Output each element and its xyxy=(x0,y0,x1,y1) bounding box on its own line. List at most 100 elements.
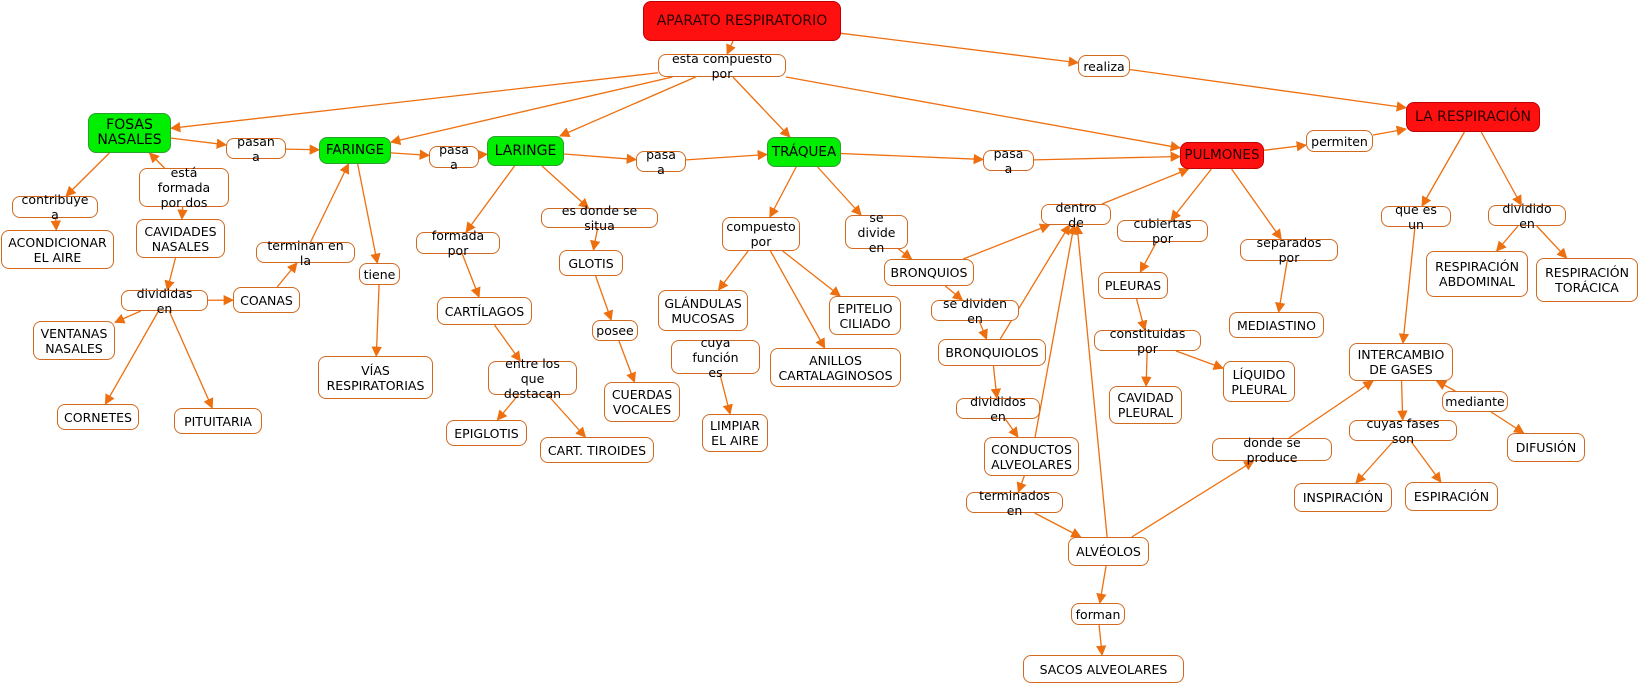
connector-fosas-to-pasan_a xyxy=(170,137,228,149)
link-esta-compuesto-por[interactable]: esta compuesto por xyxy=(658,51,786,81)
link-dividido-en[interactable]: dividido en xyxy=(1488,201,1566,231)
link-es-donde-se-situa[interactable]: es donde se situa xyxy=(541,203,658,233)
connector-bronquios-to-dentro xyxy=(962,223,1051,260)
node-vias-respiratorias[interactable]: VÍAS RESPIRATORIAS xyxy=(318,356,433,399)
link-terminados-en[interactable]: terminados en xyxy=(966,488,1063,518)
node-pituitaria[interactable]: PITUITARIA xyxy=(174,408,262,434)
link-formada-por[interactable]: formada por xyxy=(416,228,500,258)
node-epitelio-ciliado[interactable]: EPITELIO CILIADO xyxy=(829,296,901,335)
connector-donde_situa-to-glotis xyxy=(590,227,601,252)
connector-mediante-to-difusion xyxy=(1490,411,1525,434)
node-cart-tiroides[interactable]: CART. TIROIDES xyxy=(540,437,654,463)
link-separados-por[interactable]: separados por xyxy=(1240,235,1338,265)
link-entre-los-que-destacan[interactable]: entre los que destacan xyxy=(488,356,577,401)
connector-traquea-to-compuesto_por xyxy=(769,166,797,218)
connector-faringe-to-pasa_a1 xyxy=(390,149,431,160)
node-liquido-pleural[interactable]: LÍQUIDO PLEURAL xyxy=(1223,361,1295,402)
node-pleuras[interactable]: PLEURAS xyxy=(1098,272,1168,299)
node-cavidad-pleural[interactable]: CAVIDAD PLEURAL xyxy=(1109,386,1182,424)
node-la-respiracion[interactable]: LA RESPIRACIÓN xyxy=(1406,102,1540,132)
node-intercambio-de-gases[interactable]: INTERCAMBIO DE GASES xyxy=(1349,343,1453,381)
link-pasan-a[interactable]: pasan a xyxy=(226,134,286,164)
link-se-dividen-en[interactable]: se dividen en xyxy=(931,296,1019,326)
connector-compuesto_por-to-epitelio xyxy=(782,250,841,297)
connector-dividido_en-to-abdominal xyxy=(1495,225,1519,252)
node-sacos-alveolares[interactable]: SACOS ALVEOLARES xyxy=(1023,655,1184,683)
link-cuya-funcion-es[interactable]: cuya función es xyxy=(671,335,760,380)
link-pasa-a[interactable]: pasa a xyxy=(983,146,1034,176)
node-limpiar-el-aire[interactable]: LIMPIAR EL AIRE xyxy=(702,414,768,452)
link-forman[interactable]: forman xyxy=(1071,603,1125,625)
node-traquea[interactable]: TRÁQUEA xyxy=(767,137,841,167)
link-contribuye-a[interactable]: contribuye a xyxy=(12,192,98,222)
link-donde-se-produce[interactable]: donde se produce xyxy=(1212,435,1332,465)
node-cornetes[interactable]: CORNETES xyxy=(57,404,139,430)
link-compuesto-por[interactable]: compuesto por xyxy=(722,217,800,251)
link-realiza[interactable]: realiza xyxy=(1078,55,1130,77)
node-cartilagos[interactable]: CARTÍLAGOS xyxy=(437,297,532,325)
connector-pulmones-to-separados xyxy=(1231,168,1282,240)
node-bronquios[interactable]: BRONQUIOS xyxy=(884,259,974,286)
link-cubiertas-por[interactable]: cubiertas por xyxy=(1117,216,1208,246)
connector-mediante-to-intercambio xyxy=(1435,380,1456,392)
node-ventanas-nasales[interactable]: VENTANAS NASALES xyxy=(33,321,115,360)
connector-pasa_a3-to-pulmones xyxy=(1033,151,1182,162)
connector-cuyas_fases-to-inspiracion xyxy=(1355,440,1395,484)
link-cuyas-fases-son[interactable]: cuyas fases son xyxy=(1349,416,1457,446)
connector-compuesto-to-laringe xyxy=(559,76,696,138)
connector-separados-to-mediastino xyxy=(1275,260,1288,314)
link-terminan-en-la[interactable]: terminan en la xyxy=(256,238,355,268)
link-mediante[interactable]: mediante xyxy=(1442,391,1508,412)
node-coanas[interactable]: COANAS xyxy=(233,287,300,313)
link-que-es-un[interactable]: que es un xyxy=(1381,202,1451,232)
node-anillos-cartalaginosos[interactable]: ANILLOS CARTALAGINOSOS xyxy=(770,348,901,387)
connector-respiracion-to-dividido_en xyxy=(1480,131,1522,206)
node-bronquiolos[interactable]: BRONQUIOLOS xyxy=(938,339,1046,366)
link-divididas-en[interactable]: divididas en xyxy=(121,286,208,316)
connector-terminan-to-faringe xyxy=(310,163,350,243)
link-pasa-a[interactable]: pasa a xyxy=(429,142,479,172)
connector-formada_dos-to-fosas xyxy=(148,152,165,169)
node-difusion[interactable]: DIFUSIÓN xyxy=(1507,433,1585,462)
connector-permiten-to-respiracion xyxy=(1372,125,1408,136)
node-espiracion[interactable]: ESPIRACIÓN xyxy=(1405,482,1498,511)
node-laringe[interactable]: LARINGE xyxy=(487,136,564,166)
link-tiene[interactable]: tiene xyxy=(359,263,400,285)
node-acondicionar-el-aire[interactable]: ACONDICIONAR EL AIRE xyxy=(1,230,114,269)
connector-realiza-to-respiracion xyxy=(1129,68,1408,112)
link-permiten[interactable]: permiten xyxy=(1306,130,1373,152)
connector-compuesto_por-to-anillos xyxy=(769,250,826,349)
node-respiracion-abdominal[interactable]: RESPIRACIÓN ABDOMINAL xyxy=(1426,251,1528,297)
link-divididos-en[interactable]: divididos en xyxy=(956,394,1040,424)
node-mediastino[interactable]: MEDIASTINO xyxy=(1229,312,1324,338)
link-esta-formada-por-dos[interactable]: está formada por dos xyxy=(139,165,229,210)
node-inspiracion[interactable]: INSPIRACIÓN xyxy=(1294,483,1392,512)
connector-traquea-to-se_divide xyxy=(817,166,862,216)
node-cavidades-nasales[interactable]: CAVIDADES NASALES xyxy=(136,219,225,258)
connector-entre-to-epiglotis xyxy=(496,394,519,421)
connector-laringe-to-formada_por xyxy=(465,165,516,233)
connector-dividido_en-to-toracica xyxy=(1536,225,1568,259)
node-fosas-nasales[interactable]: FOSAS NASALES xyxy=(88,113,171,153)
node-glotis[interactable]: GLOTIS xyxy=(559,250,623,276)
link-posee[interactable]: posee xyxy=(592,320,638,341)
node-respiracion-toracica[interactable]: RESPIRACIÓN TORÁCICA xyxy=(1536,258,1638,302)
connector-divididos_en-to-conductos xyxy=(1004,418,1019,438)
connector-compuesto-to-fosas xyxy=(169,72,659,133)
node-glandulas-mucosas[interactable]: GLÁNDULAS MUCOSAS xyxy=(658,290,748,331)
connector-forman-to-sacos xyxy=(1095,624,1107,657)
node-cuerdas-vocales[interactable]: CUERDAS VOCALES xyxy=(604,382,680,422)
link-constituidas-por[interactable]: constituidas por xyxy=(1094,326,1201,356)
connector-dentro-to-pulmones xyxy=(1101,167,1190,205)
connector-respiracion-to-que_es_un xyxy=(1421,131,1465,207)
link-se-divide-en[interactable]: se divide en xyxy=(845,210,908,255)
node-conductos-alveolares[interactable]: CONDUCTOS ALVEOLARES xyxy=(984,437,1079,476)
node-pulmones[interactable]: PULMONES xyxy=(1180,142,1264,169)
node-faringe[interactable]: FARINGE xyxy=(319,137,391,164)
connector-divididas_en-to-ventanas xyxy=(114,310,142,324)
node-aparato-respiratorio[interactable]: APARATO RESPIRATORIO xyxy=(643,1,841,41)
node-epiglotis[interactable]: EPIGLOTIS xyxy=(446,420,527,446)
node-alveolos[interactable]: ALVÉOLOS xyxy=(1068,537,1149,566)
link-dentro-de[interactable]: dentro de xyxy=(1041,200,1111,230)
link-pasa-a[interactable]: pasa a xyxy=(636,147,686,177)
